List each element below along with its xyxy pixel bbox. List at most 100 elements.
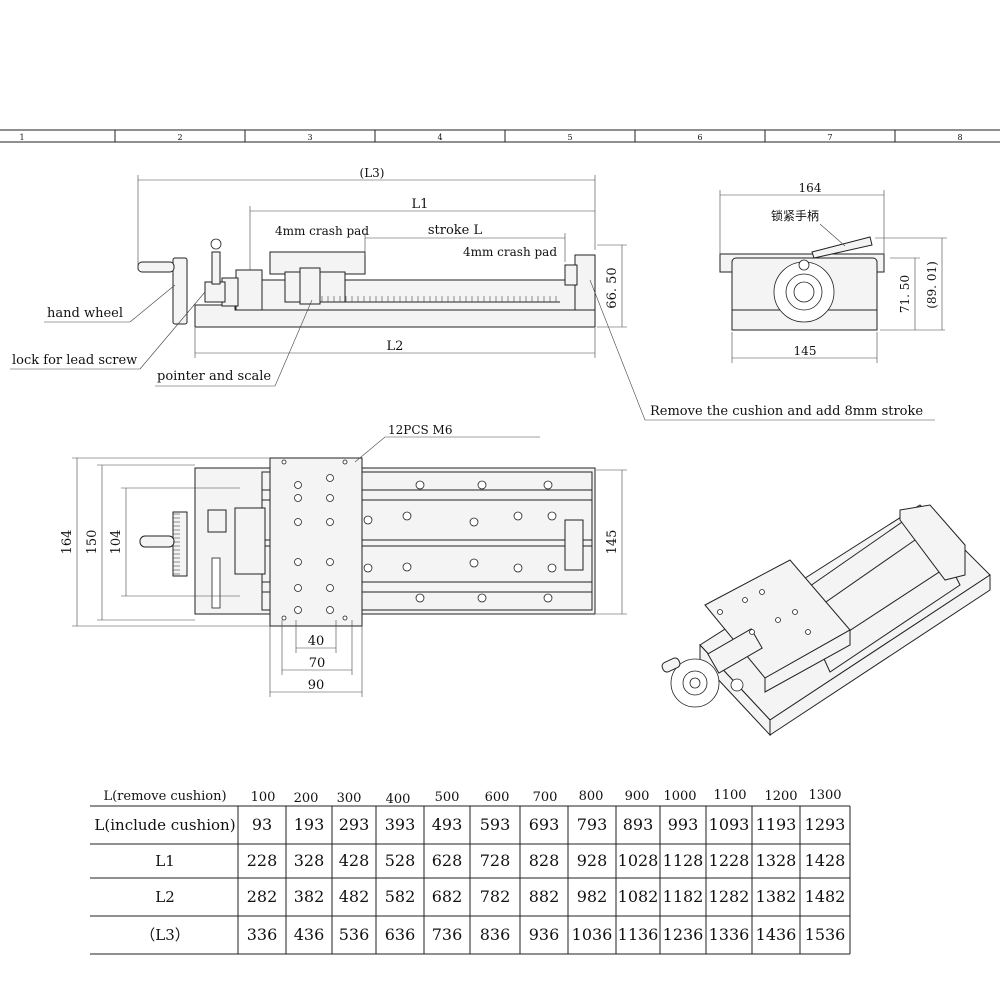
plate-hole-m6 bbox=[326, 584, 334, 592]
table-cell: 382 bbox=[294, 887, 325, 906]
iso-hole bbox=[749, 629, 755, 635]
plate-hole-m6 bbox=[294, 481, 302, 489]
end-view-handle-label: 锁紧手柄 bbox=[771, 208, 819, 223]
iso-hole bbox=[792, 609, 798, 615]
mounting-hole bbox=[543, 593, 553, 603]
top-view-dim-104: 104 bbox=[109, 530, 124, 555]
top-view-dim-70: 70 bbox=[309, 656, 326, 671]
table-header-value: 800 bbox=[579, 789, 604, 804]
table-cell: 1036 bbox=[572, 925, 613, 944]
table-cell: 1336 bbox=[709, 925, 750, 944]
table-cell: 1193 bbox=[756, 815, 797, 834]
table-cell: 1228 bbox=[709, 851, 750, 870]
table-header-value: 100 bbox=[251, 790, 276, 805]
table-cell: 1093 bbox=[709, 815, 750, 834]
table-row-label: （L3） bbox=[140, 926, 190, 944]
mounting-hole bbox=[543, 480, 553, 490]
ruler-mark-3: 3 bbox=[307, 133, 312, 142]
table-cell: 582 bbox=[385, 887, 416, 906]
top-view-dim-40: 40 bbox=[308, 634, 325, 649]
table-header-value: 200 bbox=[294, 791, 319, 806]
table-cell: 882 bbox=[529, 887, 560, 906]
plate-hole-m6 bbox=[326, 606, 334, 614]
table-cell: 493 bbox=[432, 815, 463, 834]
table-cell: 593 bbox=[480, 815, 511, 834]
side-view: (L3) L1 stroke L 4mm crash pad 4mm crash… bbox=[10, 166, 935, 421]
ruler: 1 2 3 4 5 6 7 8 bbox=[0, 129, 1000, 143]
table-cell: 282 bbox=[247, 887, 278, 906]
table-cell: 693 bbox=[529, 815, 560, 834]
mounting-hole bbox=[477, 480, 487, 490]
table-cell: 1082 bbox=[618, 887, 659, 906]
table-header-value: 1100 bbox=[713, 788, 746, 803]
table-header-value: 900 bbox=[625, 789, 650, 804]
table-cell: 1436 bbox=[756, 925, 797, 944]
table-header-value: 500 bbox=[435, 790, 460, 805]
dim-height-label: 66. 50 bbox=[605, 267, 620, 308]
table-cell: 293 bbox=[339, 815, 370, 834]
table-cell: 328 bbox=[294, 851, 325, 870]
end-view-base-label: 145 bbox=[794, 344, 817, 358]
table-cell: 928 bbox=[577, 851, 608, 870]
mounting-hole bbox=[513, 511, 523, 521]
callout-pointer-scale: pointer and scale bbox=[157, 369, 271, 384]
end-view-width-label: 164 bbox=[799, 181, 822, 195]
ruler-mark-7: 7 bbox=[827, 133, 832, 142]
top-view-dim-150: 150 bbox=[85, 530, 100, 555]
table-cell: 628 bbox=[432, 851, 463, 870]
plate-small-hole bbox=[342, 615, 348, 621]
table-cell: 1236 bbox=[663, 925, 704, 944]
table-cell: 482 bbox=[339, 887, 370, 906]
table-cell: 1182 bbox=[663, 887, 704, 906]
ruler-mark-8: 8 bbox=[957, 133, 962, 142]
table-cell: 1282 bbox=[709, 887, 750, 906]
plate-hole-m6 bbox=[294, 558, 302, 566]
table-cell: 936 bbox=[529, 925, 560, 944]
mounting-hole bbox=[415, 480, 425, 490]
mounting-hole bbox=[513, 563, 523, 573]
plate-small-hole bbox=[281, 459, 287, 465]
iso-hole bbox=[805, 629, 811, 635]
table-cell: 728 bbox=[480, 851, 511, 870]
table-cell: 436 bbox=[294, 925, 325, 944]
plate-small-hole bbox=[342, 459, 348, 465]
callout-holes: 12PCS M6 bbox=[388, 423, 452, 437]
table-header-value: 600 bbox=[485, 790, 510, 805]
dim-stroke-label: stroke L bbox=[428, 223, 483, 238]
top-view-dim-164: 164 bbox=[60, 530, 75, 555]
table-header-value: 400 bbox=[386, 792, 411, 807]
callout-hand-wheel: hand wheel bbox=[47, 306, 123, 321]
mounting-hole bbox=[469, 558, 479, 568]
dim-l2-label: L2 bbox=[387, 339, 404, 354]
table-cell: 1428 bbox=[805, 851, 846, 870]
mounting-hole bbox=[547, 511, 557, 521]
table-cell: 993 bbox=[668, 815, 699, 834]
mounting-hole bbox=[469, 517, 479, 527]
mounting-hole bbox=[402, 562, 412, 572]
iso-hole bbox=[775, 617, 781, 623]
table-cell: 828 bbox=[529, 851, 560, 870]
mounting-hole bbox=[402, 511, 412, 521]
end-view: 164 锁紧手柄 145 71. 50 (89. 01) bbox=[719, 181, 947, 363]
table-cell: 1028 bbox=[618, 851, 659, 870]
ruler-mark-6: 6 bbox=[697, 133, 702, 142]
table-cell: 682 bbox=[432, 887, 463, 906]
table-cell: 1536 bbox=[805, 925, 846, 944]
table-cell: 228 bbox=[247, 851, 278, 870]
top-view-dim-145: 145 bbox=[605, 530, 620, 555]
table-row-label: L2 bbox=[155, 888, 175, 906]
table-cell: 1293 bbox=[805, 815, 846, 834]
table-cell: 1482 bbox=[805, 887, 846, 906]
plate-hole-m6 bbox=[326, 518, 334, 526]
plate-small-hole bbox=[281, 615, 287, 621]
table-header-value: 1000 bbox=[663, 789, 696, 804]
plate-hole-m6 bbox=[326, 494, 334, 502]
table-cell: 336 bbox=[247, 925, 278, 944]
table-cell: 393 bbox=[385, 815, 416, 834]
iso-hole bbox=[742, 597, 748, 603]
mounting-hole bbox=[547, 563, 557, 573]
table-cell: 636 bbox=[385, 925, 416, 944]
mounting-hole bbox=[363, 515, 373, 525]
plate-hole-m6 bbox=[294, 584, 302, 592]
